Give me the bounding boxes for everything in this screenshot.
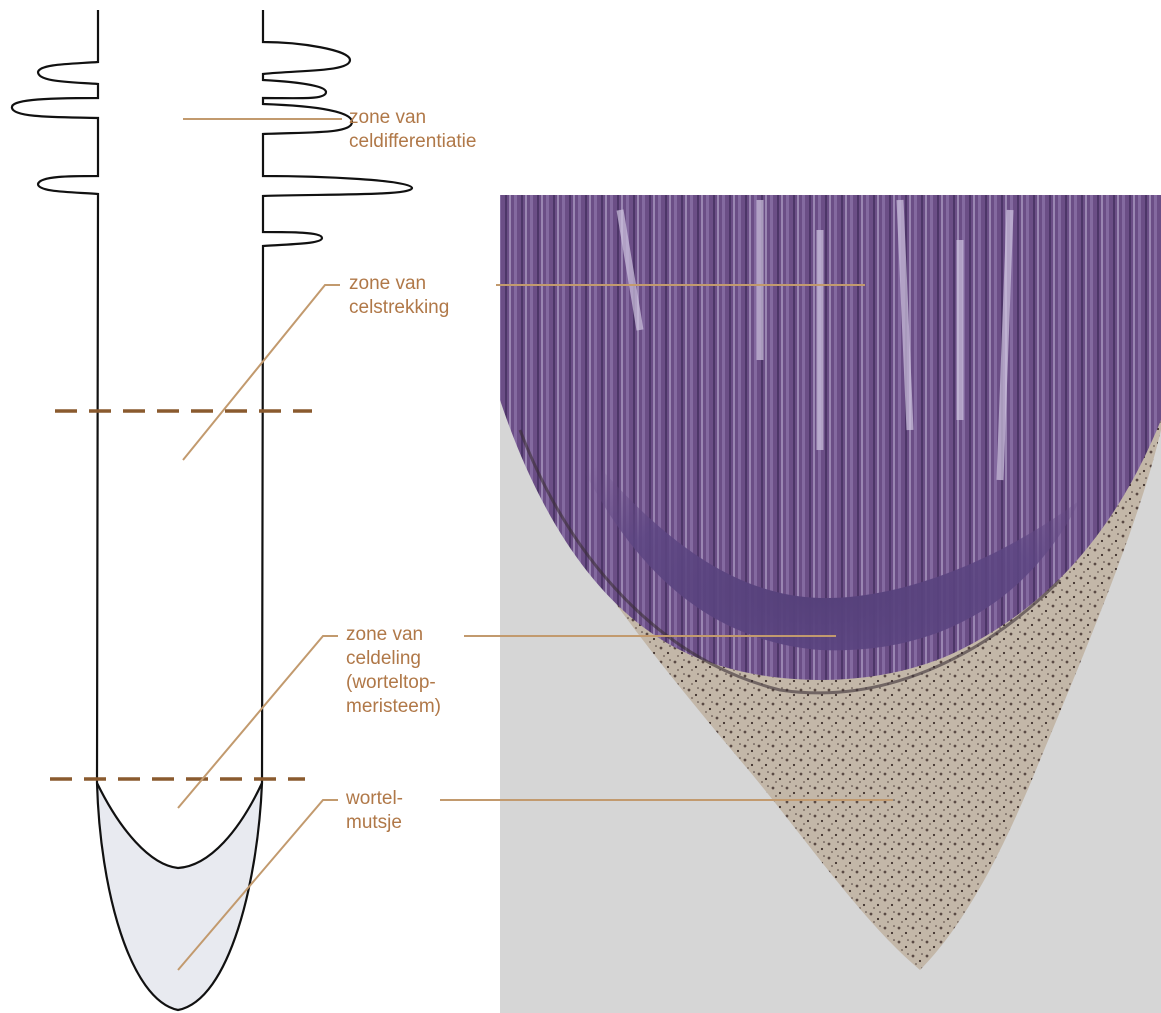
- leader-elongation-left: [183, 285, 340, 460]
- label-zone-elongation: zone van celstrekking: [349, 272, 449, 320]
- label-zone-differentiation: zone van celdifferentiatie: [349, 106, 476, 154]
- root-tip-micrograph: [500, 195, 1161, 1013]
- zone-boundaries: [50, 411, 312, 779]
- label-elongation-line2: celstrekking: [349, 296, 449, 320]
- label-differentiation-line2: celdifferentiatie: [349, 130, 476, 154]
- leader-division-left: [178, 636, 338, 808]
- label-division-line2: celdeling: [346, 647, 441, 671]
- label-differentiation-line1: zone van: [349, 106, 476, 130]
- label-rootcap-line2: mutsje: [346, 811, 403, 835]
- label-division-line3: (worteltop-: [346, 671, 441, 695]
- label-elongation-line1: zone van: [349, 272, 449, 296]
- label-zone-division: zone van celdeling (worteltop- meristeem…: [346, 623, 441, 719]
- label-rootcap-line1: wortel-: [346, 787, 403, 811]
- root-cap-fill: [97, 783, 262, 1010]
- label-division-line4: meristeem): [346, 695, 441, 719]
- root-outline: [12, 10, 412, 1010]
- label-division-line1: zone van: [346, 623, 441, 647]
- label-root-cap: wortel- mutsje: [346, 787, 403, 835]
